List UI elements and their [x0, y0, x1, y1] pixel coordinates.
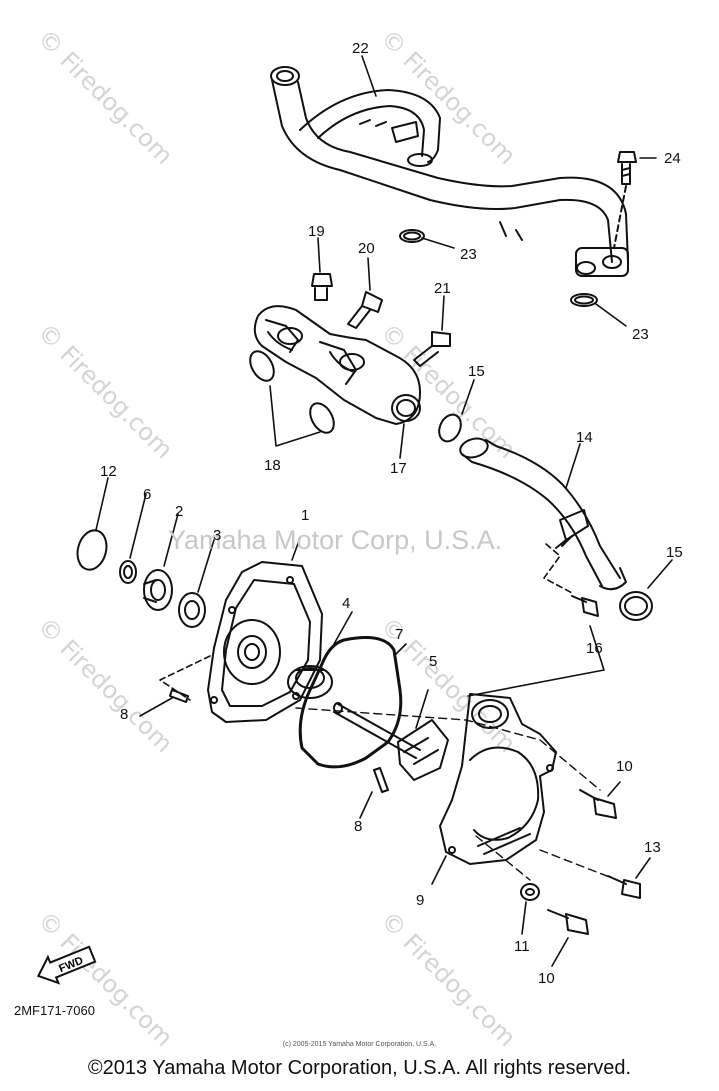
callout-5: 5 — [429, 653, 438, 670]
callout-1: 1 — [301, 507, 310, 524]
callout-18: 18 — [264, 457, 281, 474]
o-ring-18 — [249, 350, 275, 382]
callout-8: 8 — [120, 706, 129, 723]
bolt-24 — [613, 151, 637, 249]
callout-23: 23 — [632, 326, 649, 343]
bolt-13 — [607, 875, 641, 899]
small-copyright: (c) 2005-2015 Yamaha Motor Corporation, … — [282, 1041, 437, 1048]
gasket-7 — [298, 636, 403, 769]
callout-23: 23 — [460, 246, 477, 263]
callout-10: 10 — [616, 758, 633, 775]
pump-cover-1 — [207, 561, 323, 723]
callout-19: 19 — [308, 223, 325, 240]
forward-arrow-icon: FWD — [36, 945, 97, 985]
callout-11: 11 — [514, 938, 530, 955]
pump-housing-9 — [439, 693, 557, 865]
bolt-10 — [579, 789, 617, 819]
o-ring-15 — [438, 413, 462, 443]
callout-16: 16 — [586, 640, 603, 657]
callout-2: 2 — [175, 503, 184, 520]
callout-14: 14 — [576, 429, 593, 446]
coolant-hose-14 — [459, 437, 627, 591]
oil-seal-3 — [178, 592, 206, 628]
circlip-12 — [76, 529, 108, 571]
callout-7: 7 — [395, 626, 404, 643]
bolt-20 — [347, 291, 383, 329]
thermostat-housing-17 — [253, 305, 421, 425]
drawing-code: 2MF171-7060 — [14, 1003, 95, 1018]
bolt-21 — [413, 331, 451, 367]
callout-9: 9 — [416, 892, 425, 909]
callout-4: 4 — [342, 595, 351, 612]
callout-6: 6 — [143, 486, 152, 503]
bolt-19 — [311, 273, 333, 301]
o-ring-18 — [309, 402, 335, 434]
dowel-pin-8 — [169, 689, 189, 703]
callout-8: 8 — [354, 818, 363, 835]
callout-21: 21 — [434, 280, 451, 297]
bolt-10 — [547, 909, 589, 935]
callout-10: 10 — [538, 970, 555, 987]
callout-3: 3 — [213, 527, 222, 544]
callout-24: 24 — [664, 150, 681, 167]
o-ring-23 — [570, 293, 598, 307]
bolt-16 — [571, 595, 599, 617]
callout-17: 17 — [390, 460, 407, 477]
callout-15: 15 — [666, 544, 683, 561]
washer-11 — [520, 883, 540, 901]
o-ring-23 — [399, 229, 425, 243]
coolant-pipe-upper — [270, 66, 629, 277]
callout-15: 15 — [468, 363, 485, 380]
callout-12: 12 — [100, 463, 117, 480]
seal-6 — [119, 560, 137, 584]
callout-13: 13 — [644, 839, 661, 856]
callout-20: 20 — [358, 240, 375, 257]
watermark-center: Yamaha Motor Corp, U.S.A. — [168, 525, 503, 555]
bearing-2 — [143, 569, 173, 611]
copyright-footer: ©2013 Yamaha Motor Corporation, U.S.A. A… — [87, 1057, 632, 1079]
o-ring-15 — [619, 591, 653, 621]
callout-22: 22 — [352, 40, 369, 57]
dowel-pin-8 — [373, 767, 389, 793]
